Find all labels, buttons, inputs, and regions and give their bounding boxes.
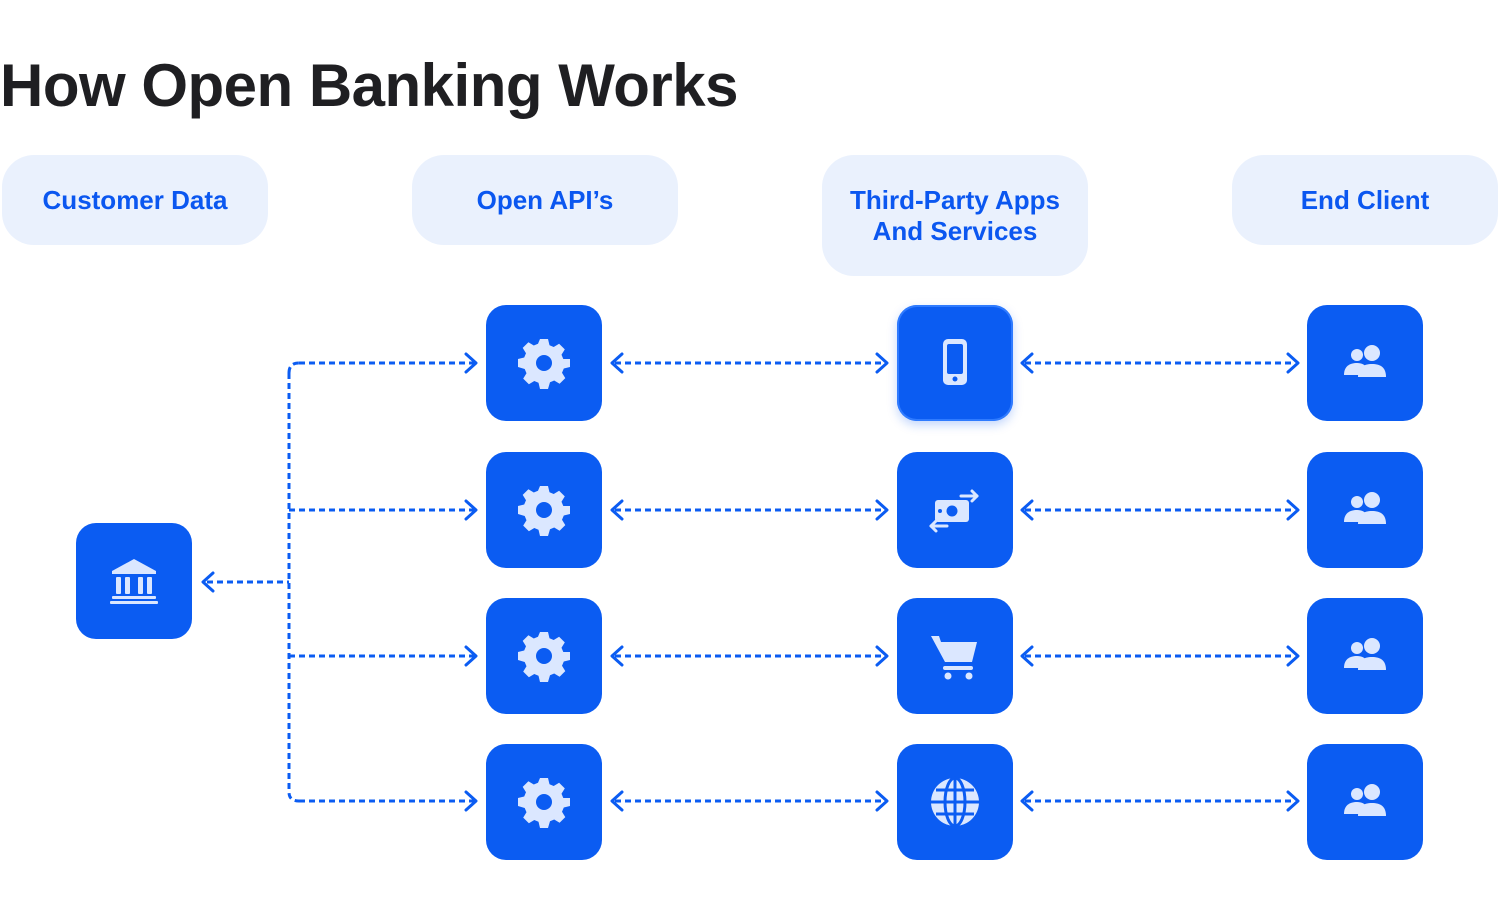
app-tile-web <box>897 744 1013 860</box>
arrowhead <box>1286 645 1300 667</box>
column-header-label: Open API’s <box>476 184 614 215</box>
arrowhead <box>1286 499 1300 521</box>
arrowhead <box>1286 352 1300 374</box>
app-tile-mobile <box>897 305 1013 421</box>
users-icon <box>1344 345 1386 377</box>
globe-icon <box>931 776 979 828</box>
arrowhead <box>1020 352 1034 374</box>
arrowhead <box>1020 499 1034 521</box>
arrowhead <box>610 499 624 521</box>
api-tile-2 <box>486 452 602 568</box>
arrowhead <box>875 645 889 667</box>
client-tile-1 <box>1307 305 1423 421</box>
app-tile-transfer <box>897 452 1013 568</box>
column-header-label: Customer Data <box>42 184 228 215</box>
users-icon <box>1344 638 1386 670</box>
column-header-customer-data: Customer Data <box>2 155 268 245</box>
app-tile-cart <box>897 598 1013 714</box>
client-tile-4 <box>1307 744 1423 860</box>
money-transfer-icon <box>929 489 979 533</box>
arrowhead <box>1286 790 1300 812</box>
api-tile-4 <box>486 744 602 860</box>
page-title: How Open Banking Works <box>0 52 738 119</box>
client-tile-3 <box>1307 598 1423 714</box>
shopping-cart-icon <box>931 636 977 680</box>
arrowhead <box>464 645 478 667</box>
api-tile-1 <box>486 305 602 421</box>
users-icon <box>1344 784 1386 816</box>
arrowhead <box>464 499 478 521</box>
arrowhead <box>875 499 889 521</box>
bank-icon <box>110 559 158 604</box>
column-header-open-apis: Open API’s <box>412 155 678 245</box>
gear-icon <box>518 486 570 536</box>
column-header-label-line2: And Services <box>872 215 1038 246</box>
gear-icon <box>518 632 570 682</box>
api-tile-3 <box>486 598 602 714</box>
mobile-phone-icon <box>943 339 967 385</box>
trunk-line <box>287 361 300 803</box>
gear-icon <box>518 339 570 389</box>
arrowhead <box>875 790 889 812</box>
arrowhead <box>1020 645 1034 667</box>
arrowhead <box>1020 790 1034 812</box>
bank-tile <box>76 523 192 639</box>
arrowhead <box>610 790 624 812</box>
arrowhead <box>875 352 889 374</box>
column-header-label: End Client <box>1300 184 1430 215</box>
column-header-third-party-apps: Third-Party Apps And Services <box>822 155 1088 276</box>
column-header-label-line1: Third-Party Apps <box>850 184 1060 215</box>
arrowhead-bank <box>201 571 215 593</box>
arrowhead <box>610 352 624 374</box>
arrowhead <box>464 790 478 812</box>
users-icon <box>1344 492 1386 524</box>
arrowhead <box>464 352 478 374</box>
client-tile-2 <box>1307 452 1423 568</box>
gear-icon <box>518 778 570 828</box>
arrowhead <box>610 645 624 667</box>
column-header-end-client: End Client <box>1232 155 1498 245</box>
